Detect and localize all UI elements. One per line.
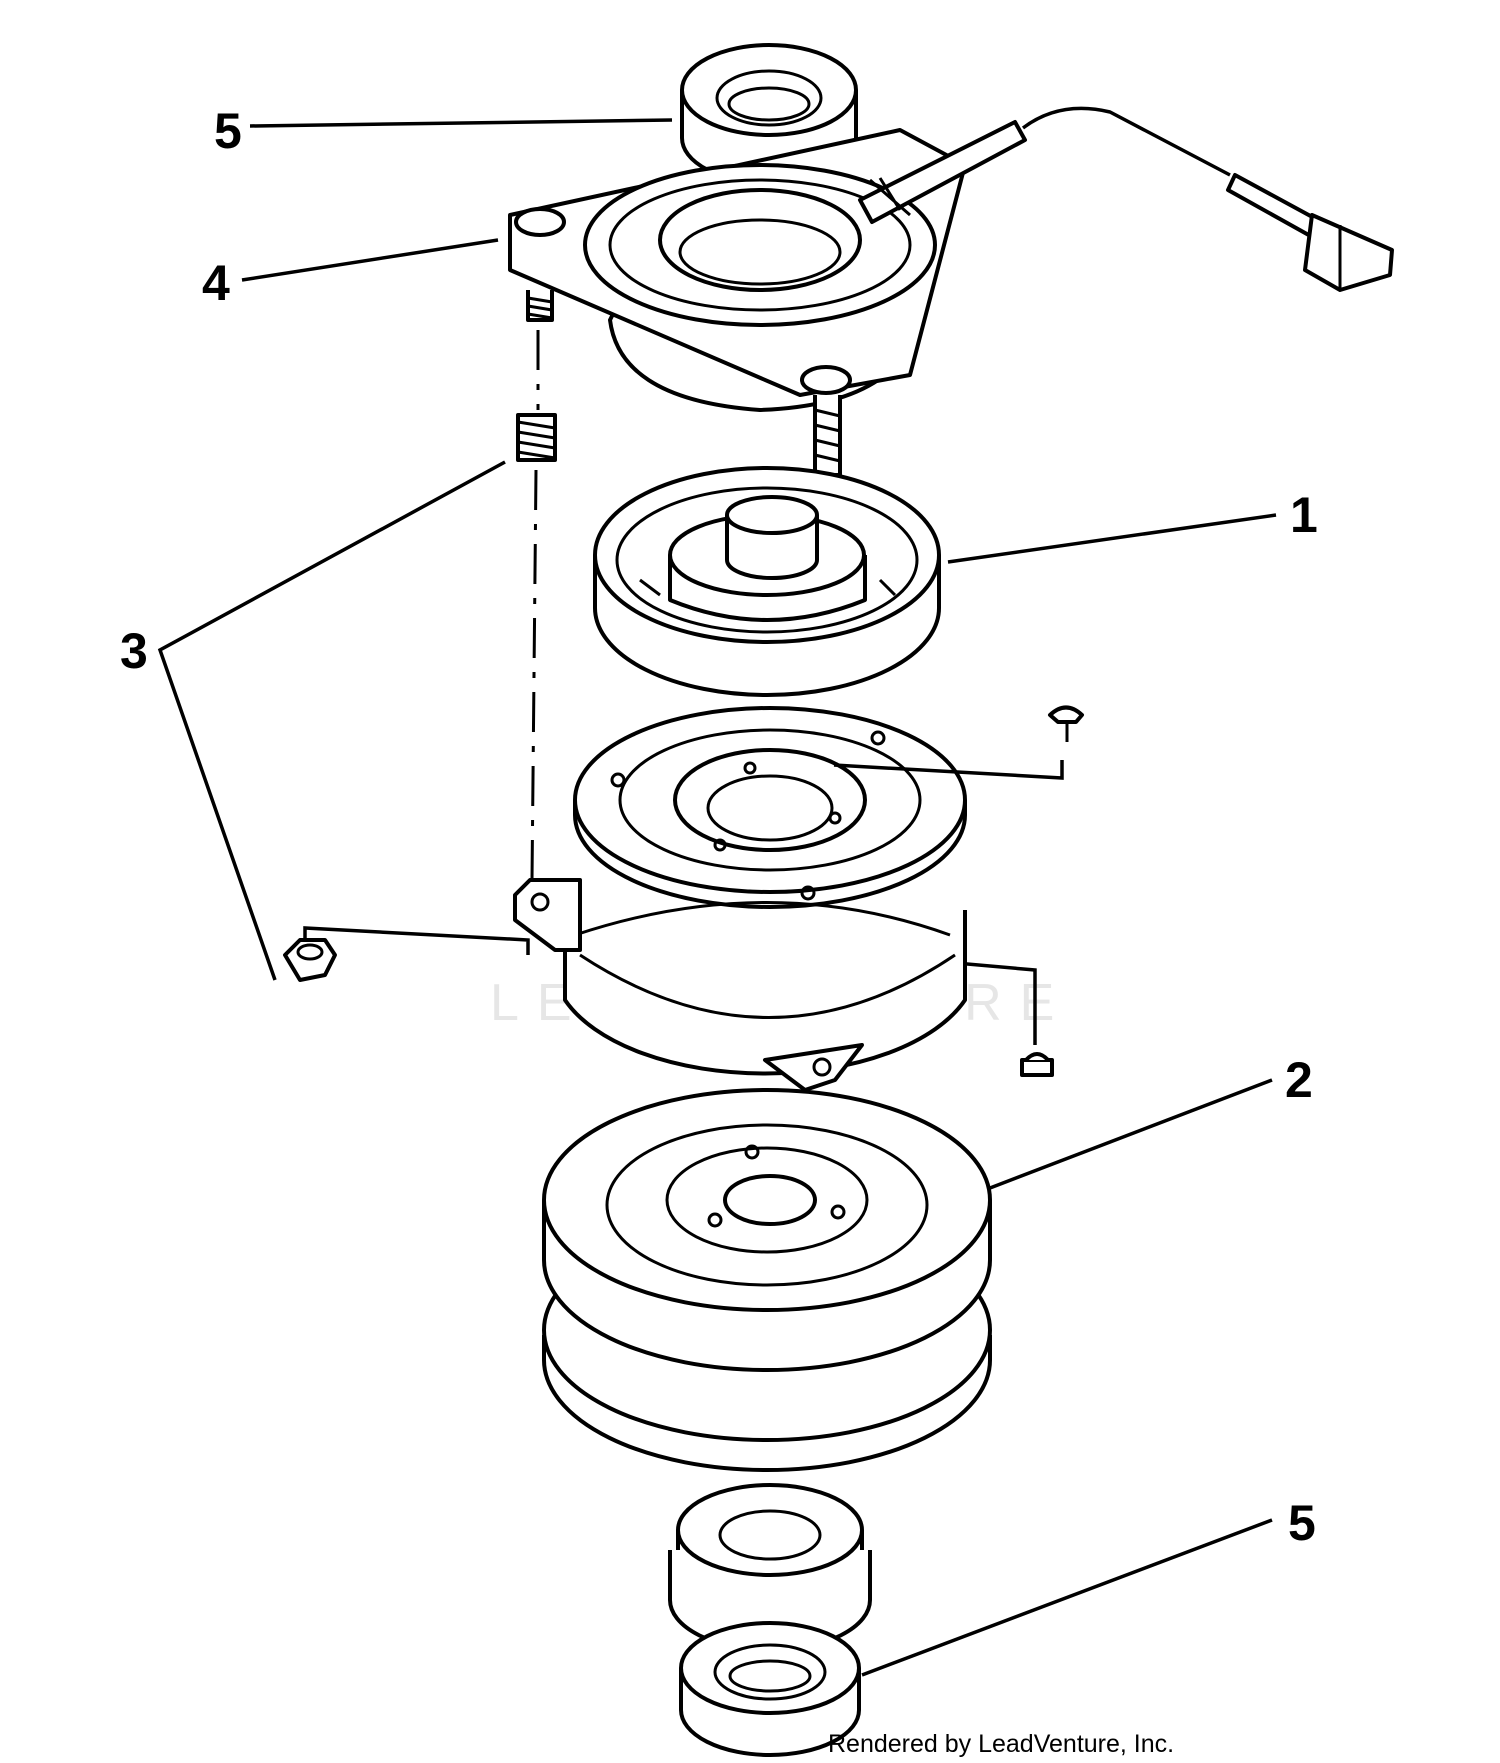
callout-4: 4 [202, 255, 230, 311]
field-coil-bracket [508, 106, 1394, 477]
callout-2: 2 [1285, 1052, 1313, 1108]
callout-5-bottom: 5 [1288, 1495, 1316, 1551]
bottom-bearing [679, 1621, 861, 1757]
spring-and-nut [283, 330, 557, 982]
callout-3: 3 [120, 623, 148, 679]
pulley-hub [668, 1483, 872, 1652]
callout-1: 1 [1290, 487, 1318, 543]
brake-ring [513, 878, 967, 1092]
leader-lines [157, 118, 1277, 1677]
pulley [542, 1088, 992, 1472]
brake-plate [573, 705, 1084, 1077]
credit-text: Rendered by LeadVenture, Inc. [828, 1730, 1174, 1758]
rotor-cup [593, 466, 941, 697]
callout-5-top: 5 [214, 103, 242, 159]
